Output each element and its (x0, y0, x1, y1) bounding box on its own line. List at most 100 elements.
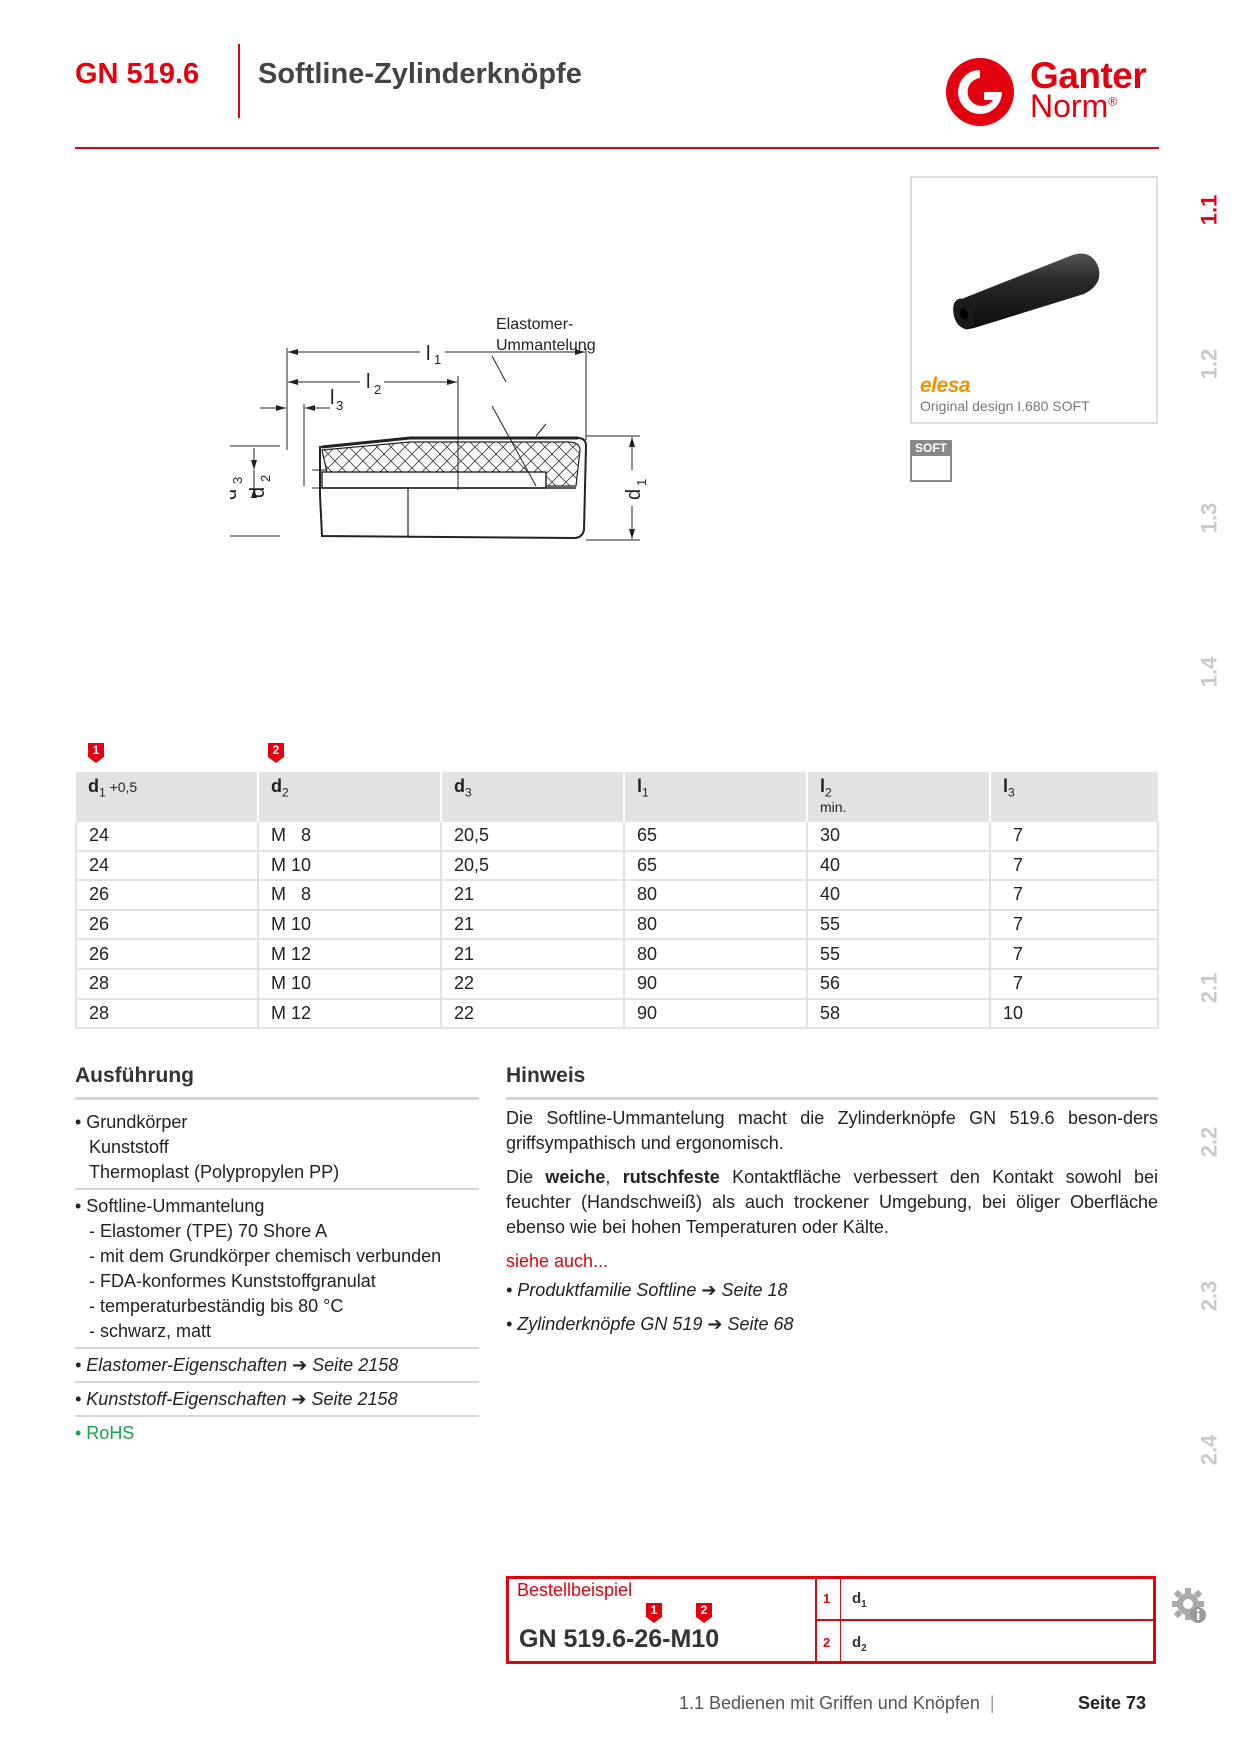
header-separator (238, 44, 240, 118)
rohs-label: • RoHS (75, 1423, 135, 1443)
product-photo (910, 176, 1158, 424)
norm-code: GN 519.6 (75, 58, 200, 90)
tab-2-2[interactable]: 2.2 (1196, 1126, 1221, 1158)
order-code: GN 519.6-26-M10 (519, 1625, 720, 1653)
cell: 21 (441, 939, 625, 970)
order-value-1: d1 (852, 1590, 867, 1610)
header-d3: d3 (441, 772, 625, 822)
cell: 7 (990, 850, 1159, 882)
list-item: • Softline-Ummantelung - Elastomer (TPE)… (75, 1190, 479, 1349)
cell: 10 (990, 998, 1159, 1030)
tab-1-4[interactable]: 1.4 (1196, 656, 1221, 688)
page-title: Softline-Zylinderknöpfe (258, 58, 582, 90)
order-value-2: d2 (852, 1634, 867, 1654)
order-key-1: 1 (823, 1591, 831, 1606)
callout-line-1: Elastomer- (496, 316, 573, 333)
cell: 22 (441, 968, 625, 1000)
cylinder-knob-photo-icon (953, 253, 1100, 330)
header-l1: l1 (624, 772, 808, 822)
cell: 40 (807, 850, 991, 882)
callout-line-2: Ummantelung (496, 337, 596, 354)
brand-name-norm: Norm® (1030, 88, 1118, 124)
cell: 7 (990, 939, 1159, 970)
order-example-label: Bestellbeispiel (517, 1580, 633, 1600)
link-zylinderknoepfe[interactable]: • Zylinderknöpfe GN 519 ➔ Seite 68 (506, 1314, 794, 1334)
svg-text:d: d (230, 489, 241, 500)
svg-text:l: l (330, 387, 334, 409)
ausfuehrung-list: • Grundkörper Kunststoff Thermoplast (Po… (75, 1106, 479, 1449)
footer-section: 1.1 Bedienen mit Griffen und Knöpfen | (679, 1693, 995, 1713)
header-d2: d2 (258, 772, 442, 822)
cell: 65 (624, 850, 808, 882)
cell: 22 (441, 998, 625, 1030)
order-marker-1-icon: 1 (644, 1602, 664, 1624)
svg-text:2: 2 (374, 382, 381, 397)
hinweis-paragraph-2: Die weiche, rutschfeste Kontaktfläche ve… (506, 1167, 1158, 1237)
cell: 26 (75, 909, 259, 941)
cell: M 8 (258, 880, 442, 911)
cell: 56 (807, 968, 991, 1000)
tab-2-4[interactable]: 2.4 (1196, 1434, 1221, 1466)
marker-1-icon: 1 (86, 742, 106, 764)
siehe-auch: siehe auch... (506, 1251, 609, 1271)
cell: 7 (990, 880, 1159, 911)
gear-info-icon[interactable] (1172, 1586, 1208, 1626)
cell: 55 (807, 939, 991, 970)
svg-text:l: l (426, 343, 430, 365)
hinweis-title: Hinweis (506, 1064, 586, 1087)
header-l3: l3 (990, 772, 1158, 822)
cell: 40 (807, 880, 991, 911)
cell: 80 (624, 909, 808, 941)
cell: 26 (75, 880, 259, 911)
svg-text:d: d (623, 489, 645, 500)
cell: 20,5 (441, 822, 625, 852)
svg-text:1: 1 (434, 352, 441, 367)
order-key-2: 2 (823, 1635, 831, 1650)
cell: 90 (624, 998, 808, 1030)
cell: 21 (441, 880, 625, 911)
soft-badge-label: SOFT (910, 440, 952, 456)
cell: 21 (441, 909, 625, 941)
header-rule (75, 147, 1159, 149)
link-produktfamilie[interactable]: • Produktfamilie Softline ➔ Seite 18 (506, 1280, 788, 1300)
cell: 80 (624, 939, 808, 970)
tab-1-1[interactable]: 1.1 (1196, 194, 1221, 226)
original-design-caption: Original design I.680 SOFT (920, 398, 1090, 414)
link-elastomer[interactable]: • Elastomer-Eigenschaften ➔ Seite 2158 (75, 1349, 479, 1383)
svg-text:3: 3 (230, 477, 245, 484)
marker-2-icon: 2 (266, 742, 286, 764)
cell: M 12 (258, 998, 442, 1030)
cell: 90 (624, 968, 808, 1000)
link-kunststoff[interactable]: • Kunststoff-Eigenschaften ➔ Seite 2158 (75, 1383, 479, 1417)
svg-text:l: l (366, 371, 370, 393)
cell: M 8 (258, 822, 442, 852)
list-item: • Grundkörper Kunststoff Thermoplast (Po… (75, 1106, 479, 1190)
ausfuehrung-rule (75, 1097, 479, 1100)
cell: 7 (990, 822, 1159, 852)
svg-text:3: 3 (336, 398, 343, 413)
tab-1-3[interactable]: 1.3 (1196, 502, 1221, 534)
cell: 80 (624, 880, 808, 911)
cell: 58 (807, 998, 991, 1030)
cell: 7 (990, 968, 1159, 1000)
tab-2-1[interactable]: 2.1 (1196, 972, 1221, 1004)
svg-text:2: 2 (258, 475, 273, 482)
tab-2-3[interactable]: 2.3 (1196, 1280, 1221, 1312)
ausfuehrung-title: Ausführung (75, 1064, 194, 1087)
hinweis-text: Die Softline-Ummantelung macht die Zylin… (506, 1106, 1158, 1346)
cell: M 10 (258, 850, 442, 882)
order-marker-2-icon: 2 (694, 1602, 714, 1624)
cell: 55 (807, 909, 991, 941)
cell: M 12 (258, 939, 442, 970)
header-d1: d1 +0,5 (76, 772, 259, 822)
tab-1-2[interactable]: 1.2 (1196, 348, 1221, 380)
cell: 24 (75, 850, 259, 882)
